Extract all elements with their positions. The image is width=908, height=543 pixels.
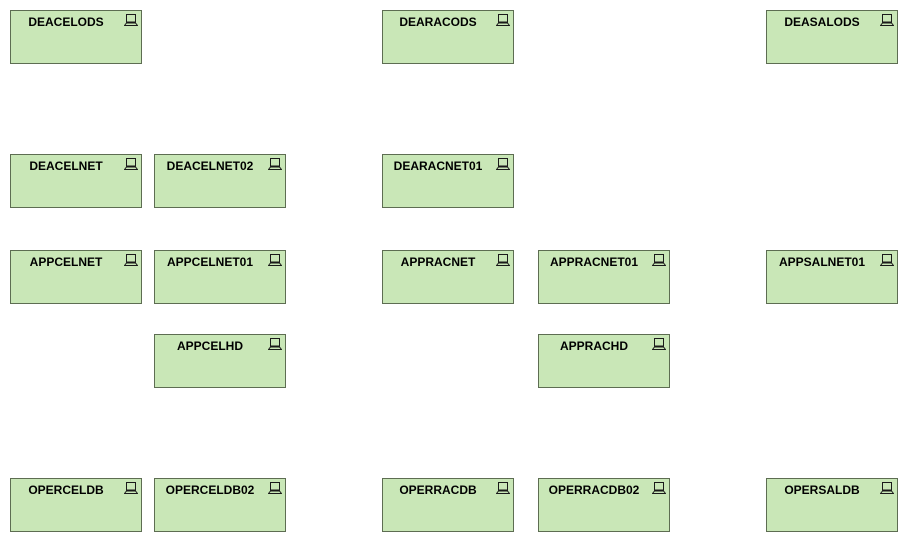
node-label: DEARACNET01 bbox=[393, 159, 483, 173]
node-label: OPERCELDB02 bbox=[165, 483, 255, 497]
node-label: APPRACNET01 bbox=[549, 255, 639, 269]
device-icon bbox=[496, 158, 510, 170]
node-opersaldb[interactable]: OPERSALDB bbox=[766, 478, 898, 532]
device-icon bbox=[496, 254, 510, 266]
node-label: APPCELNET01 bbox=[166, 255, 254, 269]
node-appcelnet01[interactable]: APPCELNET01 bbox=[154, 250, 286, 304]
device-icon bbox=[652, 338, 666, 350]
node-label: APPCELNET bbox=[29, 255, 103, 269]
node-label: OPERRACDB02 bbox=[548, 483, 640, 497]
node-dearacods[interactable]: DEARACODS bbox=[382, 10, 514, 64]
device-icon bbox=[496, 14, 510, 26]
node-appracnet[interactable]: APPRACNET bbox=[382, 250, 514, 304]
device-icon bbox=[652, 254, 666, 266]
node-opernceldb[interactable]: OPERCELDB bbox=[10, 478, 142, 532]
node-label: DEACELODS bbox=[28, 15, 104, 29]
node-label: OPERCELDB bbox=[28, 483, 104, 497]
device-icon bbox=[268, 482, 282, 494]
node-operracdb[interactable]: OPERRACDB bbox=[382, 478, 514, 532]
node-deacelnet02[interactable]: DEACELNET02 bbox=[154, 154, 286, 208]
node-label: OPERSALDB bbox=[784, 483, 860, 497]
device-icon bbox=[268, 158, 282, 170]
node-dearacnet01[interactable]: DEARACNET01 bbox=[382, 154, 514, 208]
device-icon bbox=[268, 254, 282, 266]
node-appcelnet[interactable]: APPCELNET bbox=[10, 250, 142, 304]
device-icon bbox=[880, 14, 894, 26]
device-icon bbox=[652, 482, 666, 494]
node-label: OPERRACDB bbox=[399, 483, 477, 497]
node-appracnet01[interactable]: APPRACNET01 bbox=[538, 250, 670, 304]
device-icon bbox=[124, 14, 138, 26]
node-label: APPRACNET bbox=[400, 255, 476, 269]
node-deacelods[interactable]: DEACELODS bbox=[10, 10, 142, 64]
node-label: DEASALODS bbox=[784, 15, 860, 29]
node-appcelhd[interactable]: APPCELHD bbox=[154, 334, 286, 388]
node-label: DEACELNET02 bbox=[166, 159, 254, 173]
node-label: APPCELHD bbox=[176, 339, 243, 353]
node-deacelnet[interactable]: DEACELNET bbox=[10, 154, 142, 208]
node-apprachd[interactable]: APPRACHD bbox=[538, 334, 670, 388]
node-operceldb02[interactable]: OPERCELDB02 bbox=[154, 478, 286, 532]
device-icon bbox=[124, 482, 138, 494]
device-icon bbox=[268, 338, 282, 350]
device-icon bbox=[124, 158, 138, 170]
device-icon bbox=[880, 254, 894, 266]
node-label: DEACELNET bbox=[29, 159, 103, 173]
node-deasalods[interactable]: DEASALODS bbox=[766, 10, 898, 64]
device-icon bbox=[124, 254, 138, 266]
device-icon bbox=[880, 482, 894, 494]
node-label: DEARACODS bbox=[399, 15, 477, 29]
node-operracdb02[interactable]: OPERRACDB02 bbox=[538, 478, 670, 532]
node-label: APPSALNET01 bbox=[778, 255, 866, 269]
node-appsalnet01[interactable]: APPSALNET01 bbox=[766, 250, 898, 304]
node-label: APPRACHD bbox=[559, 339, 628, 353]
device-icon bbox=[496, 482, 510, 494]
